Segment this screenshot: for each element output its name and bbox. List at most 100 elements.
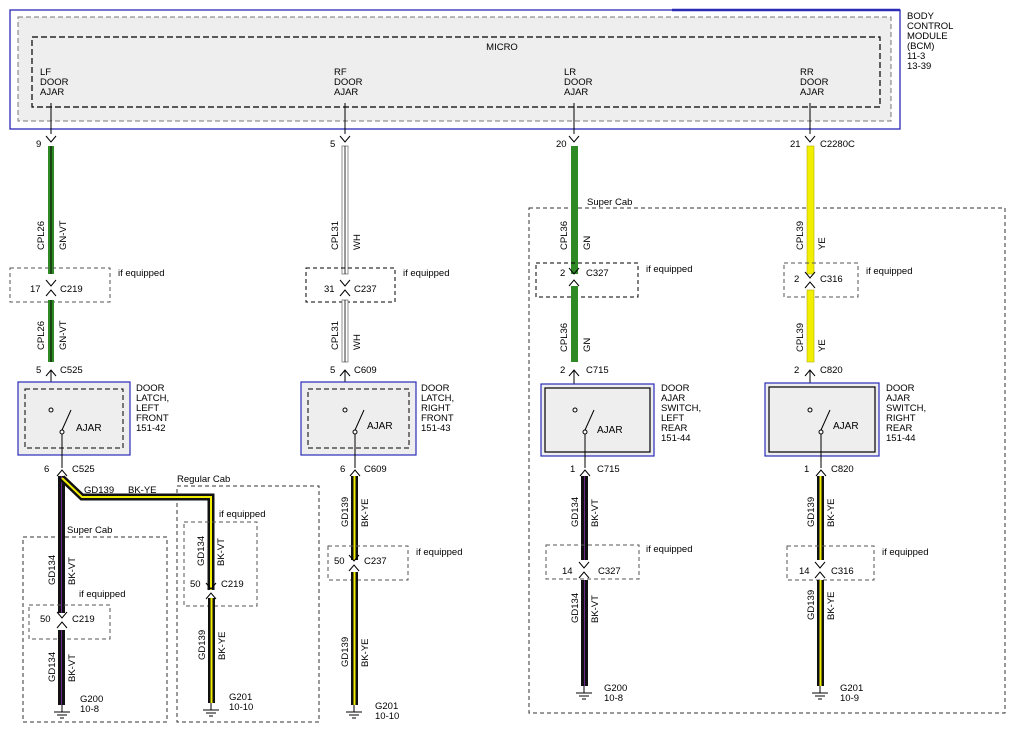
wire-cpl26-top-circuit: CPL26 (36, 221, 47, 250)
ground-g200-lf-name: G200 (80, 694, 103, 705)
wire-cpl39-top-color: YE (817, 237, 828, 250)
wire-cpl36-top-circuit: CPL36 (559, 221, 570, 250)
ground-g200-lr-symbol (576, 686, 592, 700)
switch-rr-out-connector: C820 (831, 464, 854, 475)
switch-lf-ajar: AJAR (76, 423, 102, 434)
connector-c316-ground-pin: 14 (799, 566, 810, 577)
connector-c237-ground-name: C237 (364, 556, 387, 567)
wire-gd134-lr-low-color: BK-VT (590, 499, 601, 527)
bcm-pin-9: 9 (36, 139, 41, 150)
wire-gd134-lr-ground-circuit: GD134 (570, 593, 581, 623)
ground-g201-rf-symbol (346, 705, 362, 719)
connector-c327-ground-note: if equipped (646, 544, 692, 555)
wire-gd134-lr-low-circuit: GD134 (570, 497, 581, 527)
connector-c327-ground-name: C327 (598, 566, 621, 577)
connector-c316-box (783, 262, 859, 298)
wire-cpl36-mid (571, 286, 578, 362)
wire-gd134-lr-ground-color: BK-VT (590, 595, 601, 623)
wire-cpl36-mid-color: GN (582, 338, 593, 352)
wire-cpl36-mid-circuit: CPL36 (559, 323, 570, 352)
switch-rr-in-connector: C820 (820, 365, 843, 376)
wire-cpl39-top-circuit: CPL39 (795, 221, 806, 250)
connector-c327-box (535, 262, 639, 298)
wire-cpl31-top-circuit: CPL31 (330, 221, 341, 250)
connector-c316-ground-note: if equipped (882, 547, 928, 558)
connector-c219-regular-pin: 50 (190, 579, 201, 590)
switch-rr-label: DOOR AJAR SWITCH, RIGHT REAR 151-44 (886, 383, 929, 444)
wire-gd139-rr-ground-circuit: GD139 (806, 590, 817, 620)
connector-c237-box (305, 267, 396, 303)
wire-cpl26-mid-color: GN-VT (58, 320, 69, 350)
switch-lr-ajar: AJAR (597, 425, 623, 436)
wire-gd134-regular-top-color: BK-VT (216, 538, 227, 566)
ground-g200-lr-name: G200 (604, 683, 627, 694)
connector-c219-super-box (28, 604, 111, 640)
connector-c219-pin: 17 (30, 284, 41, 295)
super-cab-region-rear (528, 207, 1006, 714)
bcm-input-lf-door-ajar: LF DOOR AJAR (40, 67, 71, 98)
ground-g200-lf-symbol (54, 705, 70, 719)
ground-g201-rr-symbol (812, 686, 828, 700)
connector-c237-ground-note: if equipped (416, 547, 462, 558)
ground-g200-lr-ref: 10-8 (604, 693, 623, 704)
bcm-input-lr-door-ajar: LR DOOR AJAR (564, 67, 595, 98)
bcm-pin-20: 20 (556, 139, 567, 150)
bcm-pin-21: 21 (790, 139, 801, 150)
connector-c316-note: if equipped (866, 266, 912, 277)
connector-c237-pin: 31 (324, 284, 335, 295)
micro-label: MICRO (486, 42, 518, 53)
switch-rf-ajar: AJAR (367, 421, 393, 432)
wire-gd139-rr-ground-color: BK-YE (826, 591, 837, 620)
connector-c219-super-note: if equipped (79, 589, 125, 600)
switch-rf-out-pin: 6 (340, 464, 345, 475)
connector-c316-ground-name: C316 (831, 566, 854, 577)
branch-rr: 21 C2280C CPL39 YE if equipped 2 C316 CP… (764, 135, 929, 704)
connector-c219-regular-note: if equipped (219, 509, 265, 520)
wire-gd139-regular-bottom-color: BK-YE (217, 631, 228, 660)
connector-c316-pin: 2 (794, 274, 799, 285)
connector-c327-name: C327 (586, 268, 609, 279)
branch-lr: 20 CPL36 GN if equipped 2 C327 CPL36 GN … (535, 135, 704, 704)
ground-g201-rf-name: G201 (375, 701, 398, 712)
switch-rr-in-pin: 2 (794, 365, 799, 376)
wire-gd134-regular-top-circuit: GD134 (196, 536, 207, 566)
lf-ground-network: GD139 BK-YE GD134 BK-VT if equipped 50 C… (28, 475, 265, 719)
wire-cpl26-mid-circuit: CPL26 (36, 321, 47, 350)
switch-lr-in-pin: 2 (560, 365, 565, 376)
super-cab-region-lf (22, 536, 168, 723)
connector-c219-super-name: C219 (72, 614, 95, 625)
connector-c327-note: if equipped (646, 264, 692, 275)
wire-cpl31-mid-circuit: CPL31 (330, 321, 341, 350)
super-cab-label-lf: Super Cab (67, 525, 112, 536)
super-cab-label-rear: Super Cab (587, 197, 632, 208)
wire-gd139-bridge-color: BK-YE (128, 485, 157, 496)
bcm-input-rf-door-ajar: RF DOOR AJAR (334, 67, 365, 98)
wire-gd134-super-bottom-color: BK-VT (67, 654, 78, 682)
wire-gd139-rr-low-color: BK-YE (826, 498, 837, 527)
ground-g201-regular-name: G201 (229, 692, 252, 703)
wire-gd139-rf-ground-color: BK-YE (360, 638, 371, 667)
switch-rr-out-pin: 1 (804, 464, 809, 475)
wire-cpl31-mid-color: WH (352, 334, 363, 350)
connector-c327-pin: 2 (560, 268, 565, 279)
branch-lf: 9 CPL26 GN-VT if equipped 17 C219 CPL26 … (9, 135, 172, 477)
connector-c219-box (9, 267, 111, 303)
connector-c237-name: C237 (354, 284, 377, 295)
connector-c219-super-pin: 50 (40, 614, 51, 625)
door-latch-right-front (300, 381, 417, 456)
switch-lf-in-connector: C525 (60, 365, 83, 376)
switch-lr-label: DOOR AJAR SWITCH, LEFT REAR 151-44 (661, 383, 704, 444)
switch-lf-label: DOOR LATCH, LEFT FRONT 151-42 (136, 383, 172, 434)
connector-c219-name: C219 (60, 284, 83, 295)
bcm-pin-5: 5 (330, 139, 335, 150)
ground-g201-rr-name: G201 (840, 683, 863, 694)
wire-gd139-rf-ground-circuit: GD139 (340, 637, 351, 667)
switch-rf-out-connector: C609 (364, 464, 387, 475)
connector-c219-note: if equipped (118, 268, 164, 279)
switch-rr-ajar: AJAR (833, 421, 859, 432)
ground-g201-regular-symbol (203, 703, 219, 717)
ground-g201-regular-ref: 10-10 (229, 702, 253, 713)
connector-c316-name: C316 (820, 274, 843, 285)
bcm-module: MICRO BODY CONTROL MODULE (BCM) 11-3 13-… (9, 8, 953, 134)
switch-lr-out-pin: 1 (570, 464, 575, 475)
